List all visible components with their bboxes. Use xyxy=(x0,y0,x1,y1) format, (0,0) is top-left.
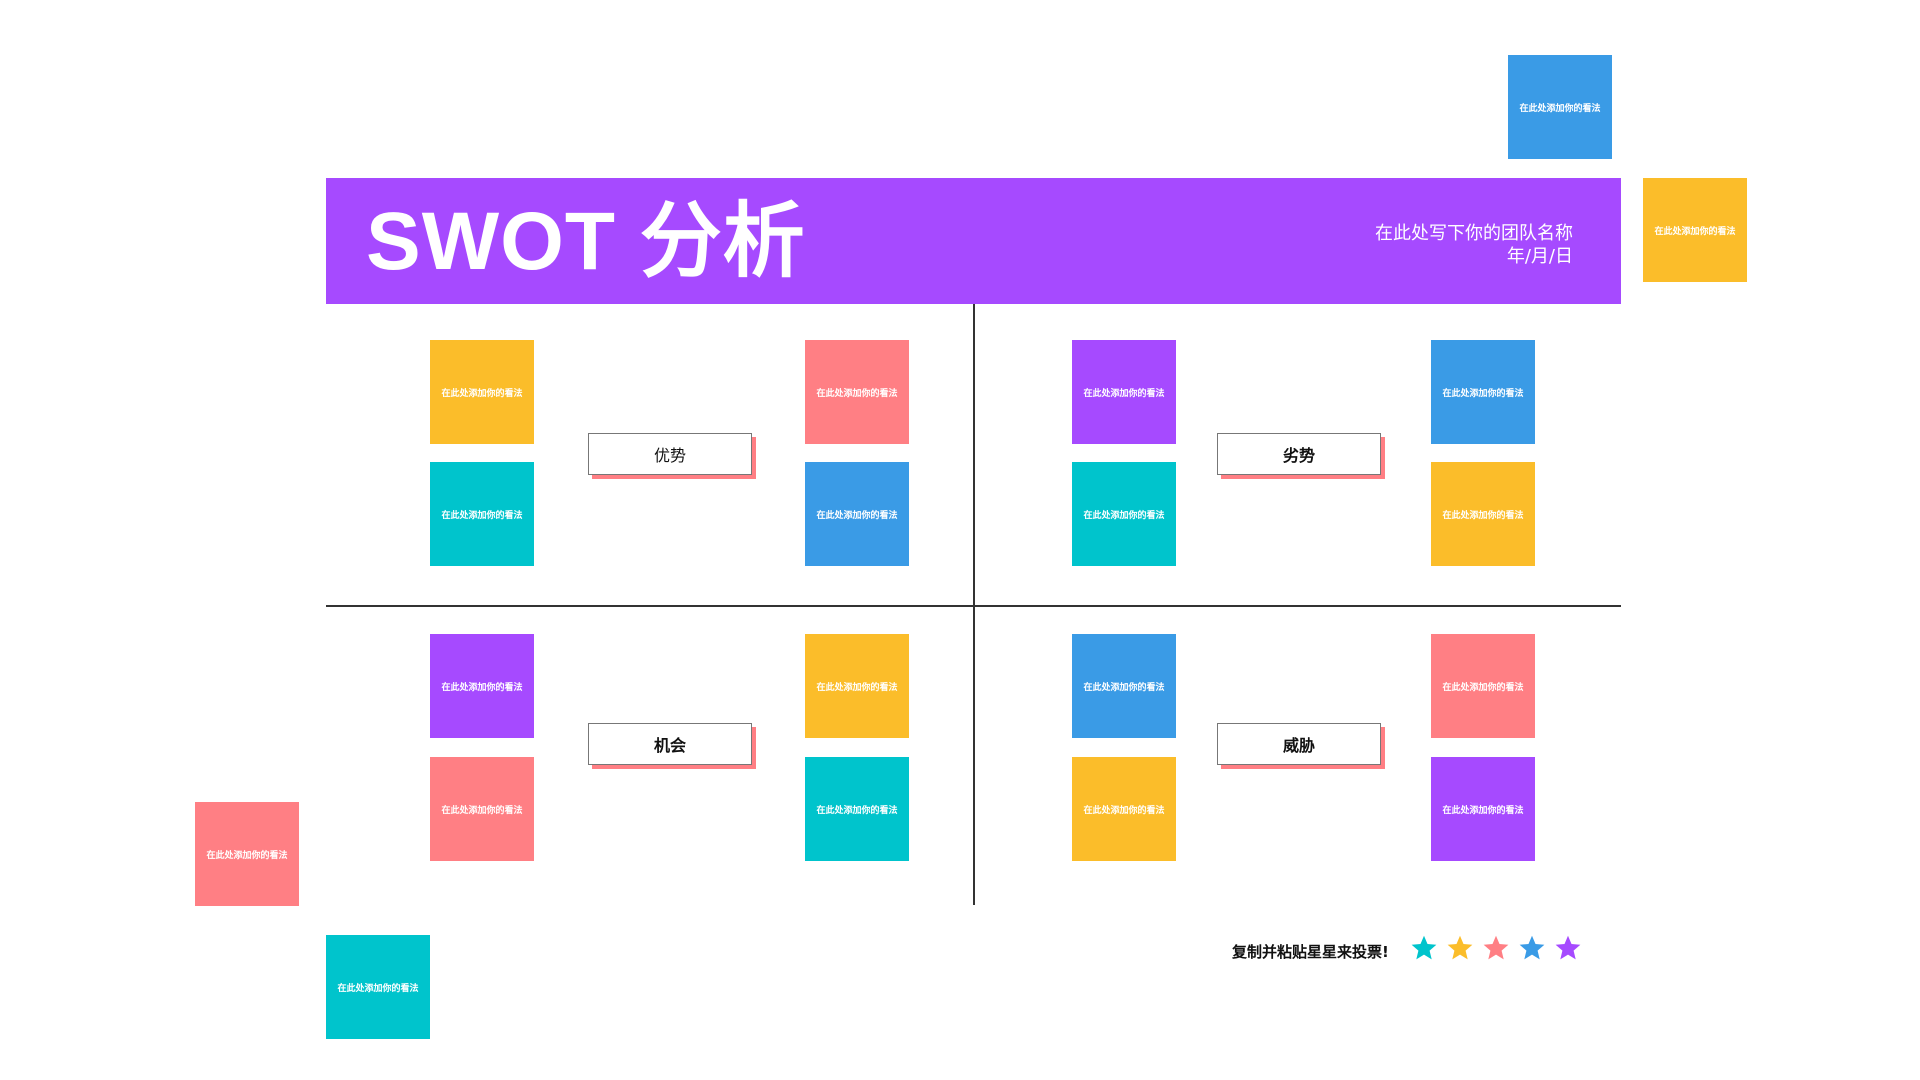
sticky-note-loose-blue[interactable]: 在此处添加你的看法 xyxy=(1508,55,1612,159)
sticky-note-threat-3[interactable]: 在此处添加你的看法 xyxy=(1431,634,1535,738)
star-icon[interactable] xyxy=(1482,934,1510,962)
vote-stars xyxy=(1410,934,1582,962)
sticky-note-loose-yellow[interactable]: 在此处添加你的看法 xyxy=(1643,178,1747,282)
sticky-note-opportunity-2[interactable]: 在此处添加你的看法 xyxy=(430,757,534,861)
vertical-divider xyxy=(973,304,975,905)
sticky-note-strength-2[interactable]: 在此处添加你的看法 xyxy=(430,462,534,566)
sticky-note-weakness-3[interactable]: 在此处添加你的看法 xyxy=(1431,340,1535,444)
threats-label-box[interactable]: 威胁 xyxy=(1217,723,1381,765)
star-icon[interactable] xyxy=(1554,934,1582,962)
sticky-note-weakness-2[interactable]: 在此处添加你的看法 xyxy=(1072,462,1176,566)
sticky-note-loose-teal[interactable]: 在此处添加你的看法 xyxy=(326,935,430,1039)
vote-instructions: 复制并粘贴星星来投票! xyxy=(1232,943,1389,961)
header-banner: SWOT 分析 在此处写下你的团队名称 年/月/日 xyxy=(326,178,1621,304)
sticky-note-threat-4[interactable]: 在此处添加你的看法 xyxy=(1431,757,1535,861)
sticky-note-strength-4[interactable]: 在此处添加你的看法 xyxy=(805,462,909,566)
strengths-label-box[interactable]: 优势 xyxy=(588,433,752,475)
sticky-note-opportunity-4[interactable]: 在此处添加你的看法 xyxy=(805,757,909,861)
star-icon[interactable] xyxy=(1410,934,1438,962)
threats-label: 威胁 xyxy=(1217,723,1385,769)
sticky-note-weakness-1[interactable]: 在此处添加你的看法 xyxy=(1072,340,1176,444)
sticky-note-strength-1[interactable]: 在此处添加你的看法 xyxy=(430,340,534,444)
sticky-note-threat-1[interactable]: 在此处添加你的看法 xyxy=(1072,634,1176,738)
page-title[interactable]: SWOT 分析 xyxy=(366,196,806,287)
sticky-note-strength-3[interactable]: 在此处添加你的看法 xyxy=(805,340,909,444)
star-icon[interactable] xyxy=(1446,934,1474,962)
sticky-note-loose-pink[interactable]: 在此处添加你的看法 xyxy=(195,802,299,906)
team-info: 在此处写下你的团队名称 年/月/日 xyxy=(1375,222,1573,268)
weaknesses-label-box[interactable]: 劣势 xyxy=(1217,433,1381,475)
sticky-note-opportunity-3[interactable]: 在此处添加你的看法 xyxy=(805,634,909,738)
horizontal-divider xyxy=(326,605,1621,607)
team-name[interactable]: 在此处写下你的团队名称 xyxy=(1375,223,1573,244)
sticky-note-opportunity-1[interactable]: 在此处添加你的看法 xyxy=(430,634,534,738)
sticky-note-weakness-4[interactable]: 在此处添加你的看法 xyxy=(1431,462,1535,566)
date[interactable]: 年/月/日 xyxy=(1506,246,1573,267)
weaknesses-label: 劣势 xyxy=(1217,433,1385,479)
strengths-label: 优势 xyxy=(588,433,756,479)
star-icon[interactable] xyxy=(1518,934,1546,962)
opportunities-label: 机会 xyxy=(588,723,756,769)
sticky-note-threat-2[interactable]: 在此处添加你的看法 xyxy=(1072,757,1176,861)
opportunities-label-box[interactable]: 机会 xyxy=(588,723,752,765)
